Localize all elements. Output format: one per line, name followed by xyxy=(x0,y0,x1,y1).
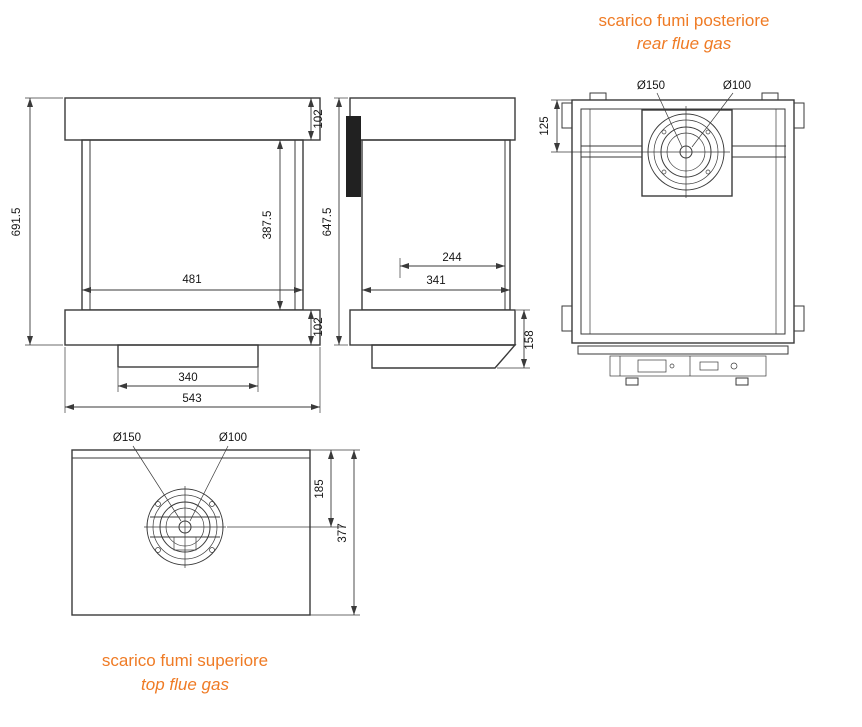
top-body xyxy=(71,449,311,616)
dim-side-inner-depth: 244 xyxy=(399,252,505,278)
top-flue-outer-label: Ø150 xyxy=(113,432,141,444)
rear-flue-title: scarico fumi posteriore rear flue gas xyxy=(598,11,769,53)
side-view: 647.5 244 341 158 xyxy=(322,97,536,369)
dim-front-bottom-cap: 102 xyxy=(308,310,325,345)
dim-label-front-total-width: 543 xyxy=(182,393,201,405)
rear-flue-inner-label: Ø100 xyxy=(723,80,751,92)
dim-side-base-height: 158 xyxy=(497,309,536,369)
front-bottom-cap xyxy=(64,309,321,346)
rear-corner-tab xyxy=(561,305,573,332)
dim-label-front-base-width: 340 xyxy=(178,372,197,384)
dim-label-front-inner-width: 481 xyxy=(182,274,201,286)
top-view: Ø150 Ø100 185 377 scarico fumi superiore… xyxy=(71,432,360,694)
dim-label-side-total-height: 647.5 xyxy=(322,208,334,237)
dim-top-total-depth: 377 xyxy=(310,450,360,616)
rear-bottom-assembly xyxy=(577,345,789,386)
rear-top-tab xyxy=(589,92,607,101)
rear-flue-outlet xyxy=(551,106,733,198)
rear-flue-callouts: Ø150 Ø100 xyxy=(637,80,751,148)
top-flue-title: scarico fumi superiore top flue gas xyxy=(102,651,268,694)
dim-label-side-base-height: 158 xyxy=(524,330,536,349)
top-flue-outlet xyxy=(144,486,226,568)
dim-label-side-total-depth: 341 xyxy=(426,275,445,287)
side-top-cap xyxy=(349,97,516,141)
dim-front-total-height: 691.5 xyxy=(11,97,63,346)
rear-flue-title-it: scarico fumi posteriore xyxy=(598,11,769,30)
dim-front-inner-height: 387.5 xyxy=(262,140,283,310)
rear-view: scarico fumi posteriore rear flue gas xyxy=(539,11,805,386)
rear-corner-tab xyxy=(793,305,805,332)
rear-flue-outer-label: Ø150 xyxy=(637,80,665,92)
dim-label-front-total-height: 691.5 xyxy=(11,208,23,237)
top-flue-callouts: Ø150 Ø100 xyxy=(113,432,247,522)
rear-top-tab xyxy=(761,92,779,101)
dim-label-rear-flue-offset: 125 xyxy=(539,116,551,135)
dim-label-front-top-cap: 102 xyxy=(313,109,325,128)
dim-rear-flue-offset: 125 xyxy=(539,99,572,152)
rear-corner-tab xyxy=(561,102,573,129)
dim-label-top-flue-offset: 185 xyxy=(314,479,326,498)
side-rear-flue-stub xyxy=(346,116,361,197)
front-top-cap xyxy=(64,97,321,141)
dim-label-top-total-depth: 377 xyxy=(337,523,349,542)
dim-front-top-cap: 102 xyxy=(308,98,325,140)
dim-label-front-inner-height: 387.5 xyxy=(262,211,274,240)
dim-label-front-bottom-cap: 102 xyxy=(313,317,325,336)
dim-label-side-inner-depth: 244 xyxy=(442,252,462,264)
top-flue-title-it: scarico fumi superiore xyxy=(102,651,268,670)
front-base-plinth xyxy=(117,344,259,368)
front-view: 691.5 102 387.5 481 102 340 543 xyxy=(11,97,325,413)
top-flue-inner-label: Ø100 xyxy=(219,432,247,444)
dim-top-flue-offset: 185 xyxy=(227,449,360,528)
dim-side-total-depth: 341 xyxy=(362,275,510,293)
rear-corner-tab xyxy=(793,102,805,129)
rear-flue-title-en: rear flue gas xyxy=(637,34,732,53)
top-flue-title-en: top flue gas xyxy=(141,675,229,694)
side-base xyxy=(371,344,517,369)
dim-front-total-width: 543 xyxy=(64,347,321,413)
dim-front-inner-width: 481 xyxy=(82,274,303,293)
side-bottom-cap xyxy=(349,309,516,346)
dim-side-total-height: 647.5 xyxy=(322,97,348,346)
dim-front-base-width: 340 xyxy=(117,368,259,392)
